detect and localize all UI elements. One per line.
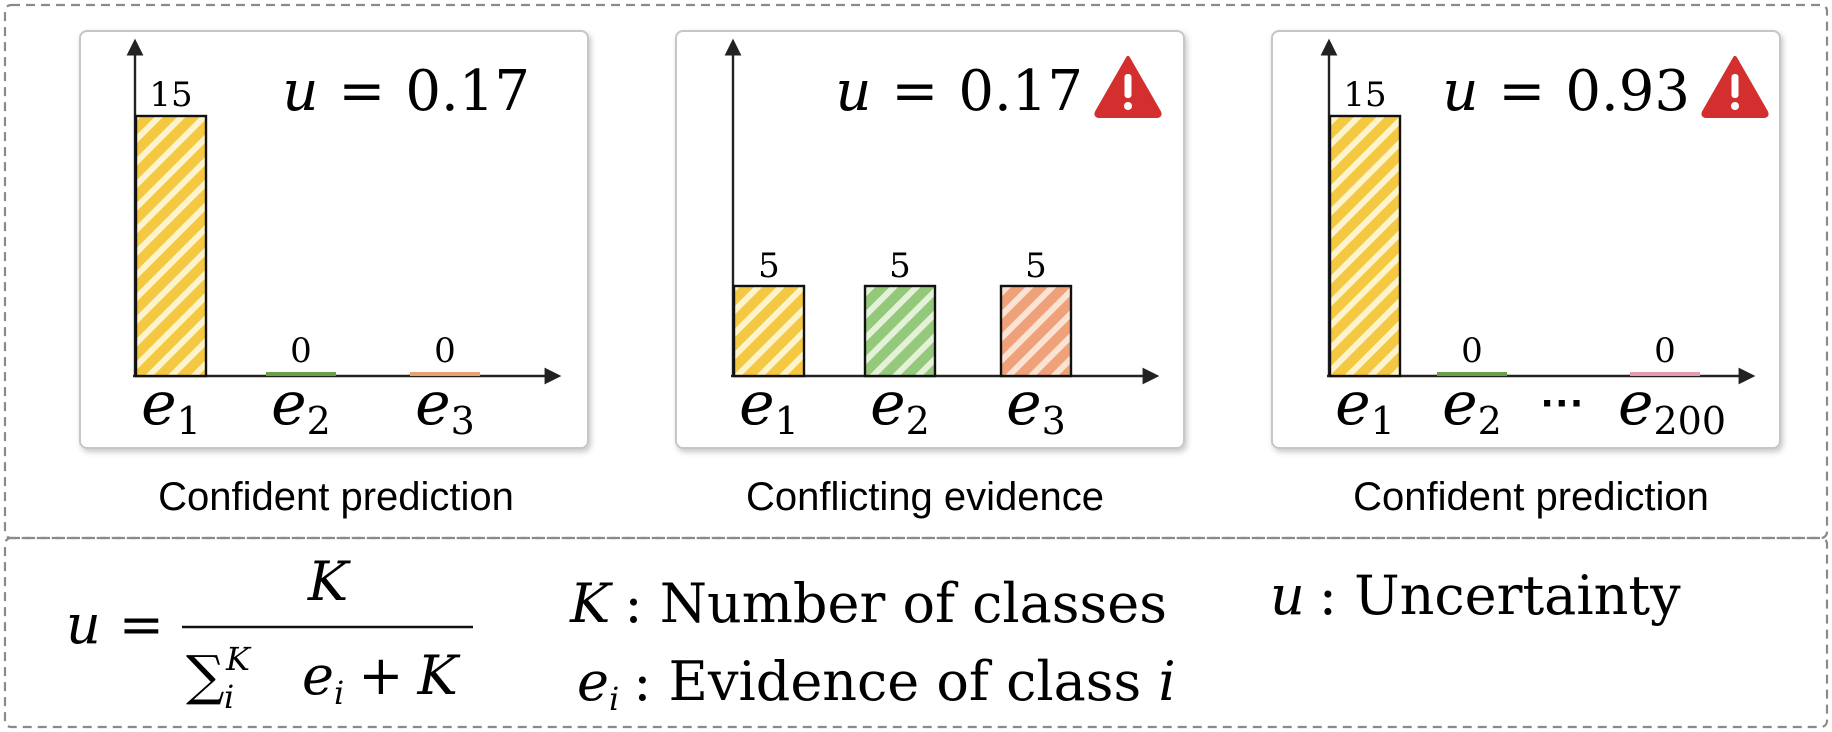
panel-caption: Confident prediction	[1353, 475, 1709, 519]
uncertainty-formula: u= K ∑ K i ei+K	[66, 550, 473, 716]
uncertainty-value: u=0.17	[835, 59, 1083, 124]
bar-value-label: 0	[1654, 331, 1676, 371]
x-tick-label: e3	[1006, 369, 1066, 443]
bar-e1	[134, 114, 208, 378]
formula-denominator-rest: ei+K	[302, 644, 460, 712]
panel-confident-2: u=0.93 15 0 0 e1 e2 ··· e200 Confident p…	[1271, 30, 1781, 519]
formula-sum-sub: i	[224, 678, 234, 716]
legend-u: u: Uncertainty	[1270, 564, 1681, 627]
uncertainty-value: u=0.93	[1442, 59, 1690, 124]
formula-sum-sup: K	[225, 640, 252, 678]
formula-sum: ∑	[186, 644, 225, 707]
warning-triangle-icon	[1094, 56, 1162, 118]
warning-triangle-icon	[1701, 56, 1769, 118]
bar-value-label: 0	[1461, 331, 1483, 371]
bar-value-label: 0	[290, 331, 312, 371]
panel-conflicting: u=0.17 5 5 5 e1 e2 e3 Conflicting eviden…	[675, 30, 1185, 519]
x-tick-label: e2	[870, 369, 930, 443]
bar-e200	[1630, 372, 1700, 376]
bar-value-label: 15	[149, 75, 192, 115]
panel-caption: Conflicting evidence	[746, 475, 1104, 519]
formula-lhs: u=	[66, 593, 164, 656]
bar-e3	[999, 284, 1073, 378]
panel-caption: Confident prediction	[158, 475, 514, 519]
legend-k: K: Number of classes	[569, 572, 1167, 635]
bar-value-label: 15	[1343, 75, 1386, 115]
formula-numerator: K	[307, 550, 351, 613]
bar-e1	[732, 284, 806, 378]
bar-e2	[1437, 372, 1507, 376]
top-dashed-frame	[3, 3, 1829, 540]
x-tick-label: e1	[739, 369, 799, 443]
bar-e3	[410, 372, 480, 376]
uncertainty-value: u=0.17	[282, 59, 530, 124]
bar-e1	[1328, 114, 1402, 378]
bar-value-label: 5	[758, 246, 780, 286]
bar-value-label: 0	[434, 331, 456, 371]
x-tick-label: e1	[1335, 369, 1395, 443]
x-tick-label: e2	[1442, 369, 1502, 443]
bar-e2	[266, 372, 336, 376]
bottom-dashed-frame	[3, 536, 1829, 729]
panel-confident-1: u=0.17 15 0 0 e1 e2 e3 Confident predict…	[79, 30, 589, 519]
bar-value-label: 5	[1025, 246, 1047, 286]
x-tick-label: e2	[271, 369, 331, 443]
x-tick-label: e1	[141, 369, 201, 443]
bar-value-label: 5	[889, 246, 911, 286]
legend-e: ei: Evidence of class i	[577, 650, 1176, 718]
ellipsis: ···	[1541, 379, 1585, 428]
x-tick-label: e200	[1618, 369, 1726, 443]
symbol-legend: K: Number of classes ei: Evidence of cla…	[569, 564, 1681, 718]
x-tick-label: e3	[415, 369, 475, 443]
bar-e2	[863, 284, 937, 378]
